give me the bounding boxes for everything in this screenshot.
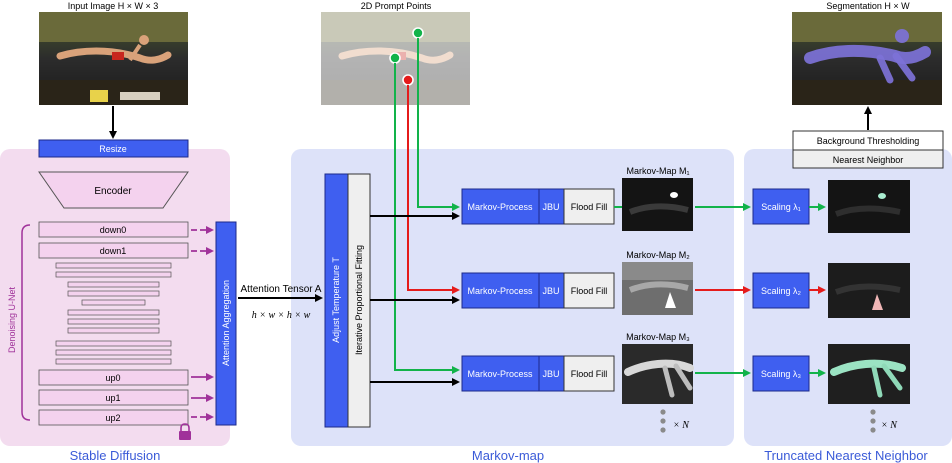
markov-more-dots	[660, 409, 666, 433]
resize-box	[38, 139, 189, 158]
prompt-line-row1	[417, 38, 460, 211]
up2-label: up2	[105, 413, 120, 423]
scaling-label-3: Scaling λ₃	[761, 369, 802, 379]
scaled-map-image-2	[828, 263, 910, 318]
up2-block	[38, 409, 189, 426]
jbu-box-3	[538, 355, 565, 392]
resize-label: Resize	[99, 144, 127, 154]
input-image	[39, 12, 188, 105]
scaling-box-2	[752, 272, 810, 309]
up0-block	[38, 369, 189, 386]
attention-tensor-label: Attention Tensor A	[241, 284, 322, 295]
markov-map-image-1	[622, 178, 693, 231]
unet-inner-layers	[55, 262, 172, 365]
background-thresholding-label: Background Thresholding	[817, 136, 919, 146]
jbu-box-1	[538, 188, 565, 225]
markov-map-title-2: Markov-Map M₂	[626, 250, 690, 260]
ipf-label: Iterative Proportional Fitting	[354, 245, 364, 355]
markov-more-label: × N	[673, 420, 690, 431]
attention-aggregation-box	[215, 221, 237, 426]
flood-fill-label-3: Flood Fill	[571, 369, 608, 379]
scaling-label-1: Scaling λ₁	[761, 202, 801, 212]
flood-fill-box-3	[563, 355, 615, 392]
prompt-point-green-2	[389, 52, 401, 64]
down1-label: down1	[100, 246, 127, 256]
up0-label: up0	[105, 373, 120, 383]
section-label-tnn: Truncated Nearest Neighbor	[764, 448, 928, 463]
up1-label: up1	[105, 393, 120, 403]
encoder-label: Encoder	[94, 186, 132, 197]
markov-process-box-3	[461, 355, 540, 392]
lock-icon	[179, 423, 191, 440]
markov-process-box-2	[461, 272, 540, 309]
prompt-line-row2	[407, 85, 460, 294]
markov-process-box-1	[461, 188, 540, 225]
flood-fill-box-1	[563, 188, 615, 225]
unet-brace	[21, 224, 31, 421]
tnn-more-dots	[870, 409, 876, 433]
markov-process-label-2: Markov-Process	[467, 286, 533, 296]
prompt-line-row3	[394, 63, 460, 374]
markov-map-image-2	[622, 262, 693, 315]
adjust-temperature-label: Adjust Temperature T	[331, 257, 341, 343]
markov-process-label-3: Markov-Process	[467, 369, 533, 379]
prompt-point-green-1	[412, 27, 424, 39]
down0-block	[38, 221, 189, 238]
segmentation-title: Segmentation H × W	[826, 1, 910, 11]
prompt-image-title: 2D Prompt Points	[361, 1, 432, 11]
attention-tensor-dims: h × w × h × w	[252, 310, 311, 321]
segmentation-image	[792, 12, 942, 105]
markov-process-label-1: Markov-Process	[467, 202, 533, 212]
unet-label: Denoising U-Net	[7, 286, 17, 353]
encoder-block	[38, 171, 189, 209]
scaling-box-3	[752, 355, 810, 392]
markov-map-image-3	[622, 344, 694, 404]
down1-block	[38, 242, 189, 259]
markov-map-title-3: Markov-Map M₃	[626, 332, 690, 342]
jbu-label-1: JBU	[542, 202, 559, 212]
nearest-neighbor-box	[792, 149, 944, 169]
jbu-label-3: JBU	[542, 369, 559, 379]
flood-fill-box-2	[563, 272, 615, 309]
jbu-label-2: JBU	[542, 286, 559, 296]
jbu-box-2	[538, 272, 565, 309]
scaled-map-image-1	[828, 180, 910, 233]
up1-block	[38, 389, 189, 406]
markov-map-title-1: Markov-Map M₁	[626, 166, 689, 176]
ipf-to-process-arrows	[370, 212, 460, 386]
prompt-point-red	[402, 74, 414, 86]
down0-label: down0	[100, 225, 127, 235]
section-label-stable-diffusion: Stable Diffusion	[70, 448, 161, 463]
scaled-map-image-3	[828, 344, 910, 404]
attention-aggregation-label: Attention Aggregation	[221, 280, 231, 366]
nearest-neighbor-label: Nearest Neighbor	[833, 155, 904, 165]
scaling-label-2: Scaling λ₂	[761, 286, 802, 296]
flood-fill-label-1: Flood Fill	[571, 202, 608, 212]
section-label-markov-map: Markov-map	[472, 448, 544, 463]
input-image-title: Input Image H × W × 3	[68, 1, 159, 11]
unet-to-aggregation-arrows	[191, 226, 214, 421]
tnn-more-label: × N	[881, 420, 898, 431]
flood-fill-label-2: Flood Fill	[571, 286, 608, 296]
